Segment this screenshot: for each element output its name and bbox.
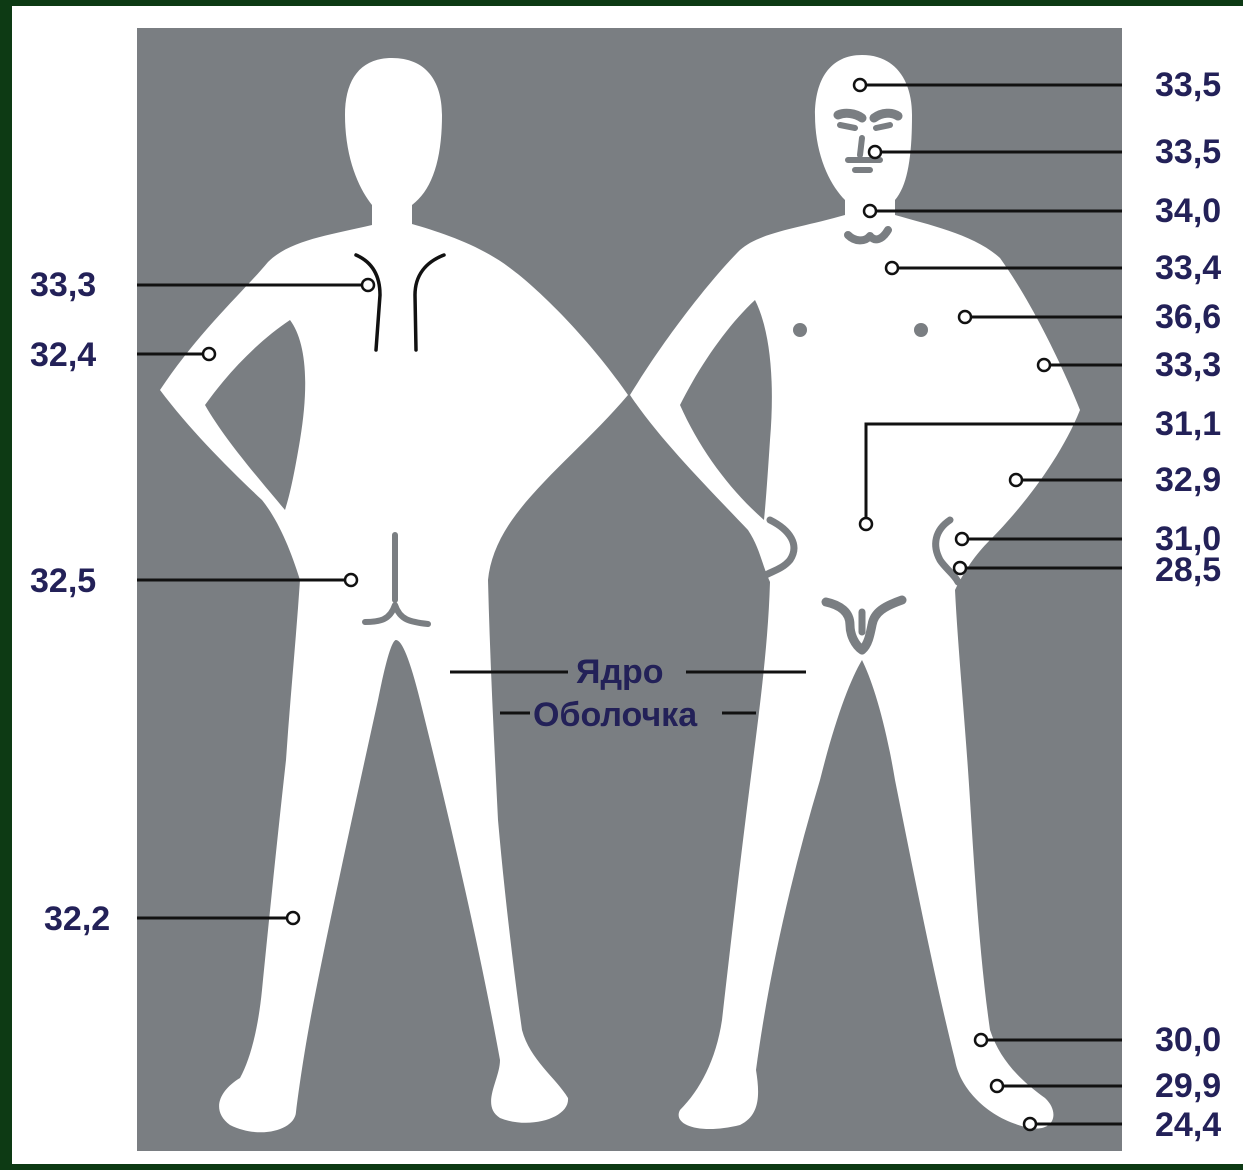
point-back-upper bbox=[362, 279, 374, 291]
label-cheek: 33,5 bbox=[1155, 133, 1221, 171]
point-armpit bbox=[959, 311, 971, 323]
label-back-upper: 33,3 bbox=[30, 266, 96, 304]
label-abdomen: 31,1 bbox=[1155, 405, 1221, 443]
label-neck: 34,0 bbox=[1155, 192, 1221, 230]
nipple-left bbox=[793, 323, 807, 337]
point-wrist bbox=[956, 533, 968, 545]
point-forearm bbox=[1010, 474, 1022, 486]
point-ankle bbox=[975, 1034, 987, 1046]
point-forehead bbox=[854, 79, 866, 91]
core-label: Ядро bbox=[576, 653, 664, 691]
frame-bottom bbox=[0, 1164, 1243, 1170]
shell-label: Оболочка bbox=[533, 696, 698, 734]
label-ankle: 30,0 bbox=[1155, 1021, 1221, 1059]
label-upper-arm: 33,3 bbox=[1155, 346, 1221, 384]
label-foot: 29,9 bbox=[1155, 1067, 1221, 1105]
label-chest: 33,4 bbox=[1155, 249, 1221, 287]
point-chest bbox=[886, 262, 898, 274]
point-calf bbox=[287, 912, 299, 924]
point-toes bbox=[1024, 1118, 1036, 1130]
point-back-lower bbox=[345, 574, 357, 586]
label-armpit: 36,6 bbox=[1155, 298, 1221, 336]
point-foot bbox=[991, 1080, 1003, 1092]
point-cheek bbox=[869, 146, 881, 158]
point-hand bbox=[954, 562, 966, 574]
label-calf: 32,2 bbox=[44, 900, 110, 938]
nipple-right bbox=[914, 323, 928, 337]
point-upper-arm bbox=[1038, 359, 1050, 371]
point-abdomen bbox=[860, 518, 872, 530]
label-elbow-left: 32,4 bbox=[30, 336, 96, 374]
point-elbow-left bbox=[203, 348, 215, 360]
frame-top bbox=[0, 0, 1243, 6]
label-back-lower: 32,5 bbox=[30, 562, 96, 600]
label-hand: 28,5 bbox=[1155, 551, 1221, 589]
label-forehead: 33,5 bbox=[1155, 66, 1221, 104]
point-neck bbox=[864, 205, 876, 217]
label-toes: 24,4 bbox=[1155, 1106, 1221, 1144]
label-forearm: 32,9 bbox=[1155, 461, 1221, 499]
frame-left bbox=[0, 0, 12, 1170]
